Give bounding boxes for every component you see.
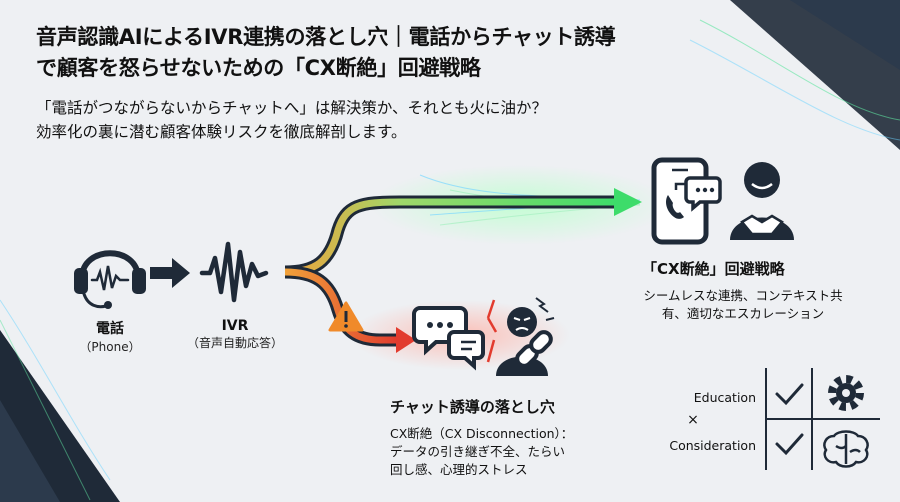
subtitle-line-2: 効率化の裏に潜む顧客体験リスクを徹底解剖します。	[36, 123, 407, 141]
ivr-node: IVR （音声自動応答）	[180, 318, 290, 351]
legend-grid	[765, 368, 880, 470]
phone-node: 電話 （Phone）	[60, 318, 160, 355]
strategy-title: 「CX断絶」回避戦略	[642, 260, 785, 278]
strategy-desc: シームレスな連携、コンテキスト共 有、適切なエスカレーション	[628, 287, 858, 323]
pitfall-arrowhead	[396, 327, 416, 353]
phone-sublabel: （Phone）	[79, 340, 141, 354]
phone-label: 電話	[96, 321, 124, 337]
pitfall-section: チャット誘導の落とし穴 CX断絶（CX Disconnection）： データの…	[390, 396, 630, 479]
headset-icon	[74, 250, 146, 309]
broken-link-icon	[515, 330, 553, 368]
page-subtitle: 「電話がつながらないからチャットへ」は解決策か、それとも火に油か？ 効率化の裏に…	[36, 96, 547, 144]
ivr-label: IVR	[221, 318, 249, 334]
title-line-2: で顧客を怒らせないための「CX断絶」回避戦略	[36, 56, 481, 80]
subtitle-line-1: 「電話がつながらないからチャットへ」は解決策か、それとも火に油か？	[36, 99, 548, 117]
legend-times: ×	[687, 412, 699, 428]
pitfall-desc-line-3: 回し感、心理的ストレス	[390, 462, 528, 477]
ivr-sublabel: （音声自動応答）	[186, 336, 283, 350]
title-line-1: 音声認識AIによるIVR連携の落とし穴｜電話からチャット誘導	[36, 25, 616, 49]
waveform-icon	[199, 241, 269, 303]
pitfall-title: チャット誘導の落とし穴	[390, 398, 555, 416]
checkbox-check-icon	[775, 383, 804, 456]
strategy-desc-line-1: シームレスな連携、コンテキスト共	[643, 288, 843, 303]
success-arrowhead	[614, 188, 642, 216]
strategy-desc-line-2: 有、適切なエスカレーション	[661, 306, 825, 321]
brain-icon	[823, 430, 869, 468]
broken-line-icon	[486, 299, 498, 363]
strategy-section: 「CX断絶」回避戦略 シームレスな連携、コンテキスト共 有、適切なエスカレーショ…	[628, 258, 858, 323]
warning-icon	[328, 301, 364, 332]
pitfall-desc: CX断絶（CX Disconnection）： データの引き継ぎ不全、たらい 回…	[390, 425, 630, 479]
legend-education: Education	[693, 390, 756, 405]
arrow-phone-to-ivr	[150, 258, 190, 288]
legend-consideration: Consideration	[669, 438, 756, 453]
page-title: 音声認識AIによるIVR連携の落とし穴｜電話からチャット誘導 で顧客を怒らせない…	[36, 22, 616, 84]
person-handshake-icon	[730, 162, 794, 240]
chat-bubbles-icon	[412, 306, 485, 371]
angry-person-icon	[496, 297, 555, 376]
gear-icon	[828, 375, 864, 411]
smartphone-chat-icon	[651, 157, 722, 245]
pitfall-desc-line-1: CX断絶（CX Disconnection）：	[390, 426, 574, 441]
pitfall-desc-line-2: データの引き継ぎ不全、たらい	[390, 444, 566, 459]
